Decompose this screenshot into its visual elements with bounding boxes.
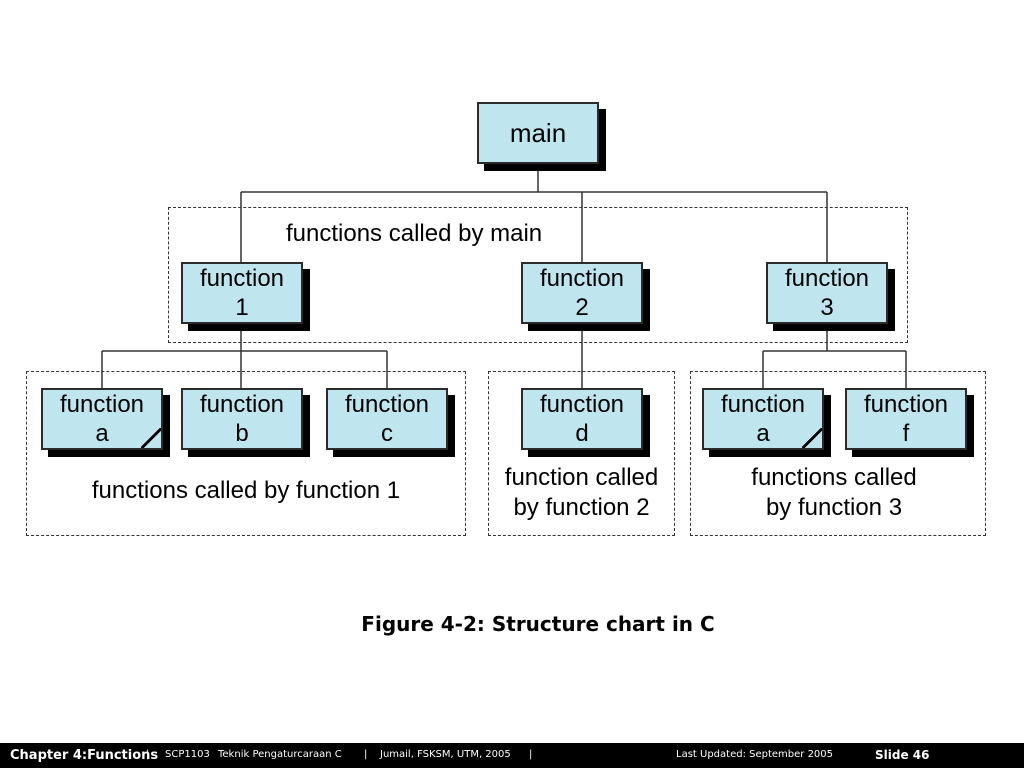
box-label-line1: function <box>720 391 806 418</box>
box-label-line1: function <box>784 265 870 292</box>
function-d-box: function d <box>521 388 643 450</box>
footer-chapter: Chapter 4:Functions <box>10 748 159 763</box>
function-a-box-repeat: function a <box>702 388 824 450</box>
box-label-line1: function <box>344 391 430 418</box>
group-called-by-function-1 <box>26 371 466 536</box>
function-c-box: function c <box>326 388 448 450</box>
box-label-line2: c <box>381 420 393 447</box>
box-label-line1: function <box>539 391 625 418</box>
label-functions-called-by-function-1: functions called by function 1 <box>91 477 401 504</box>
connector-lines <box>101 165 907 388</box>
function-3-box: function 3 <box>766 262 888 324</box>
box-label-line1: function <box>539 265 625 292</box>
group-called-by-main <box>168 207 908 343</box>
box-label-line2: 3 <box>820 294 834 321</box>
footer-separator: | <box>146 749 150 760</box>
box-label-line2: f <box>902 420 910 447</box>
label-functions-called-by-main: functions called by main <box>286 220 543 247</box>
box-label-line2: 1 <box>235 294 249 321</box>
footer-separator: | <box>364 749 368 760</box>
footer-course-title: Teknik Pengaturcaraan C <box>218 749 342 760</box>
footer-last-updated: Last Updated: September 2005 <box>676 749 834 760</box>
footer-course-code: SCP1103 <box>165 749 210 760</box>
figure-caption: Figure 4-2: Structure chart in C <box>361 612 715 636</box>
label-functions-called-by-function-3-line1: functions called <box>751 464 917 491</box>
footer-author: Jumail, FSKSM, UTM, 2005 <box>380 749 511 760</box>
footer-slide-number: Slide 46 <box>875 748 930 762</box>
group-called-by-function-2 <box>488 371 675 536</box>
box-label-line2: a <box>756 420 770 447</box>
group-called-by-function-3 <box>690 371 986 536</box>
structure-chart: main function 1 function 2 function 3 fu… <box>26 102 986 536</box>
function-1-box: function 1 <box>181 262 303 324</box>
function-2-box: function 2 <box>521 262 643 324</box>
main-box: main <box>477 102 599 164</box>
function-a-box: function a <box>41 388 163 450</box>
shared-module-corner-mark <box>802 428 822 448</box>
main-label: main <box>509 117 567 148</box>
box-label-line2: b <box>235 420 249 447</box>
box-label-line1: function <box>863 391 949 418</box>
label-function-called-by-function-2-line2: by function 2 <box>513 494 650 521</box>
box-label-line1: function <box>199 391 285 418</box>
box-label-line2: a <box>95 420 109 447</box>
footer-separator: | <box>529 749 533 760</box>
box-label-line2: d <box>575 420 589 447</box>
function-b-box: function b <box>181 388 303 450</box>
label-function-called-by-function-2-line1: function called <box>504 464 659 491</box>
box-label-line2: 2 <box>575 294 589 321</box>
box-label-line1: function <box>59 391 145 418</box>
label-functions-called-by-function-3-line2: by function 3 <box>765 494 903 521</box>
box-label-line1: function <box>199 265 285 292</box>
function-f-box: function f <box>845 388 967 450</box>
slide-footer: Chapter 4:Functions | SCP1103 Teknik Pen… <box>0 743 1024 768</box>
shared-module-corner-mark <box>141 428 161 448</box>
